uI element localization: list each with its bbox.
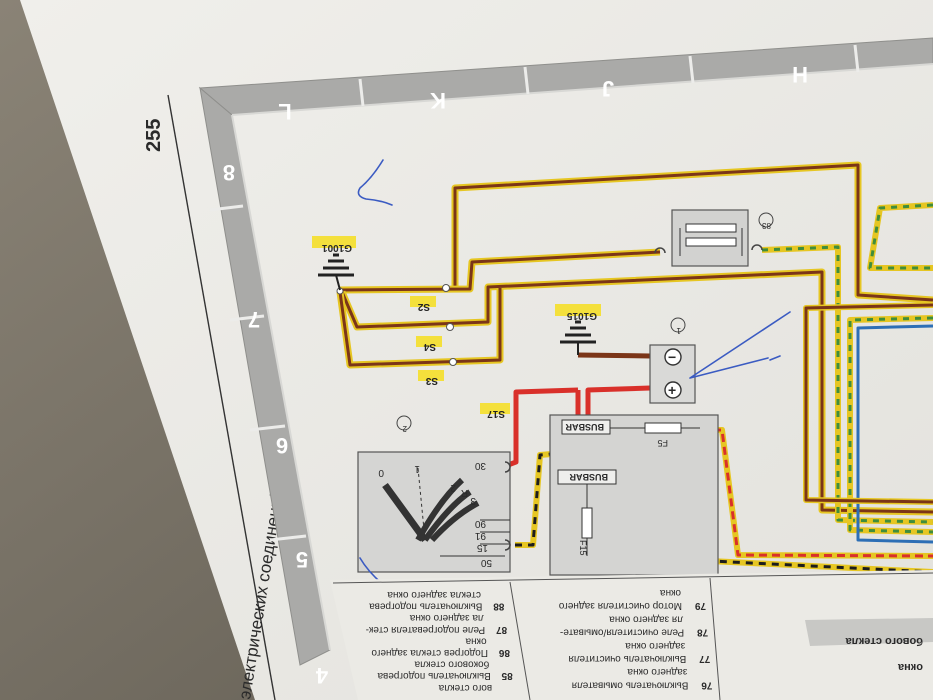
wiring: [336, 161, 933, 575]
switch-t91: 91: [474, 530, 486, 541]
splice-s2: S2: [417, 301, 430, 312]
grid-row-4: 4: [315, 663, 328, 688]
ground-g1015: G1015: [555, 304, 601, 355]
fuse-f5-label: F5: [657, 438, 668, 448]
battery-minus: −: [668, 349, 676, 365]
switch-t50: 50: [480, 557, 492, 568]
ground-g1001: G1001: [312, 236, 356, 291]
legend-item-text: Подогрев стекла заднего: [371, 647, 488, 658]
svg-text:G1001: G1001: [322, 242, 352, 253]
fuse-box: BUSBAR BUSBAR F5 F15: [549, 414, 719, 576]
splice-labels: S2 S4 S3 S17: [410, 296, 510, 419]
legend-item-number: 88: [493, 601, 505, 612]
grid-row-labels: 8 7 6 5 4: [223, 160, 328, 688]
ignition-switch: 2 0 1 R 2 3 30 90 91 15 50: [357, 415, 511, 573]
page-number: 255: [143, 119, 165, 152]
grid-frame-inner-edge: [231, 63, 933, 651]
grid-col-l: L: [278, 99, 291, 124]
legend-item-text: бокового стекла: [414, 659, 489, 671]
legend-item-number: 87: [496, 624, 508, 635]
legend-item-text: заднего окна: [625, 640, 685, 651]
wire-battery-plus: [585, 385, 651, 425]
splice-s4: S4: [423, 341, 436, 352]
legend-table: [330, 570, 933, 700]
wire-battery-ground: [577, 352, 651, 359]
battery-plus: +: [668, 382, 676, 398]
busbar-top-label: BUSBAR: [565, 422, 604, 432]
grid-col-j: J: [602, 76, 614, 101]
battery-number: 1: [676, 326, 681, 335]
splice-points: [336, 284, 457, 366]
legend-item-text: стекла заднего окна: [387, 589, 481, 600]
legend-item-number: 76: [701, 679, 713, 690]
legend-item-text: Выключатель очистителя: [568, 653, 686, 664]
legend-item-number: 77: [699, 653, 711, 664]
legend-item-text: Выключатель подогрева: [377, 670, 491, 681]
splice-s17: S17: [487, 408, 505, 419]
pen-mark-battery: [689, 311, 791, 379]
grid-col-h: H: [792, 62, 808, 87]
grid-dividers: [209, 44, 860, 542]
ignition-switch-number: 2: [402, 424, 407, 433]
svg-text:G1015: G1015: [567, 310, 597, 321]
legend-item-number: 85: [501, 670, 513, 681]
switch-pos-2: 2: [450, 482, 456, 493]
legend-item-text: бового стекла: [845, 635, 923, 647]
component-83-label: 83: [762, 221, 771, 230]
fuse-f15-label: F15: [578, 540, 588, 556]
legend-item-text: окна: [660, 587, 681, 598]
legend-item-text: ля заднего окна: [609, 613, 683, 624]
legend-item-text: Реле очистителя/омывате-: [560, 627, 684, 638]
switch-pos-1: 1: [414, 463, 420, 474]
grid-row-6: 6: [276, 433, 288, 458]
legend-item-text: вого стекла: [438, 682, 492, 693]
wire-right-blue: [856, 324, 933, 544]
switch-pos-3: 3: [470, 495, 476, 506]
legend-item-text: Выключатель подогрева: [369, 601, 483, 612]
wire-s17: [507, 387, 579, 468]
legend-item-text: Мотор очистителя заднего: [558, 600, 682, 611]
switch-pos-0: 0: [378, 467, 384, 478]
legend-item-number: 86: [498, 647, 510, 658]
legend-item-text: окна: [465, 635, 486, 646]
switch-t90: 90: [474, 518, 486, 529]
grid-col-k: K: [430, 88, 446, 113]
busbar-mid-label: BUSBAR: [569, 472, 608, 482]
legend-col-3: бового стекла окна: [845, 635, 923, 673]
pen-mark-top: [357, 159, 393, 206]
legend-item-text: Выключатель омывателя: [572, 679, 689, 690]
splice-s3: S3: [425, 375, 438, 386]
grid-row-5: 5: [296, 547, 308, 572]
grid-row-7: 7: [248, 307, 260, 332]
legend-col-2: окна 79 Мотор очистителя заднего ля заднего…: [558, 587, 712, 690]
legend-item-text: окна: [897, 661, 923, 673]
component-83-relay: 83: [654, 209, 774, 267]
legend-item-number: 78: [697, 627, 709, 638]
switch-pos-r: R: [461, 487, 468, 498]
grid-row-8: 8: [223, 160, 235, 185]
legend-item-text: заднего окна: [627, 666, 687, 677]
legend-item-text: Реле подогревателя стек-: [366, 624, 486, 635]
battery: 1 − +: [649, 317, 696, 404]
legend-item-number: 79: [694, 600, 706, 611]
page-margin-line: [167, 94, 276, 700]
switch-t30: 30: [474, 460, 486, 471]
legend-item-text: ла заднего окна: [409, 612, 483, 623]
grid-column-labels: L K J H: [278, 62, 808, 124]
switch-t15: 15: [476, 542, 488, 553]
